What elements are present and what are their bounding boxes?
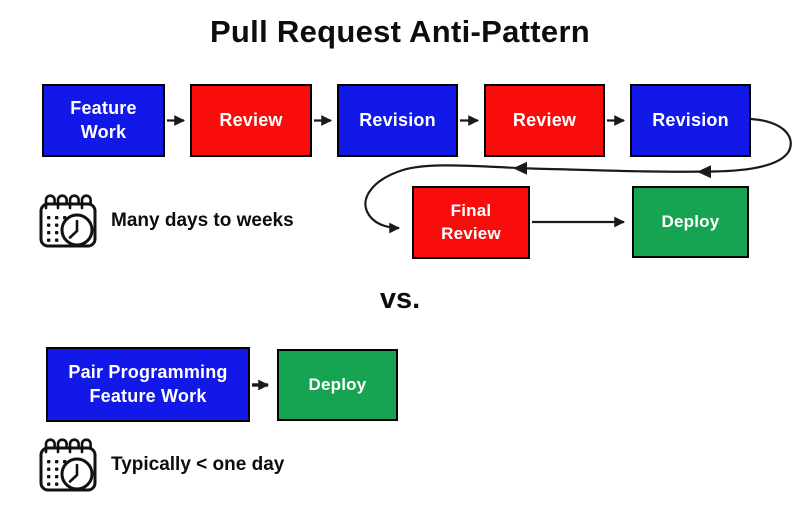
anti-pattern-duration: Many days to weeks — [36, 190, 294, 252]
loop-arrowhead-mid-left — [513, 161, 527, 175]
box-review-1: Review — [190, 84, 312, 157]
calendar-clock-icon — [39, 438, 97, 492]
box-deploy-pair: Deploy — [277, 349, 398, 421]
box-label: Review — [219, 109, 283, 130]
calendar-clock-icon — [39, 194, 97, 248]
box-revision-2: Revision — [630, 84, 751, 157]
box-label: Revision — [652, 109, 729, 130]
box-label: Final Review — [441, 201, 501, 243]
box-label: Deploy — [661, 211, 720, 231]
calendar-dots — [47, 460, 67, 486]
pair-pattern-duration: Typically < one day — [36, 434, 284, 496]
box-revision-1: Revision — [337, 84, 458, 157]
box-label: Deploy — [308, 374, 367, 394]
box-label: Pair Programming Feature Work — [68, 362, 228, 406]
anti-pattern-duration-label: Many days to weeks — [111, 210, 294, 231]
box-review-2: Review — [484, 84, 605, 157]
diagram-title: Pull Request Anti-Pattern — [209, 14, 591, 49]
loop-arrow-revision-to-final-review — [364, 117, 792, 234]
box-label: Feature Work — [70, 98, 137, 142]
box-final-review: Final Review — [412, 186, 530, 259]
vs-label: vs. — [379, 283, 421, 315]
box-label: Revision — [359, 109, 436, 130]
pair-pattern-duration-label: Typically < one day — [111, 454, 285, 475]
box-pair-programming-feature-work: Pair Programming Feature Work — [46, 347, 250, 422]
box-deploy-anti: Deploy — [632, 186, 749, 258]
loop-arrowhead-mid-right — [697, 165, 711, 179]
box-feature-work: Feature Work — [42, 84, 165, 157]
box-label: Review — [512, 109, 577, 130]
